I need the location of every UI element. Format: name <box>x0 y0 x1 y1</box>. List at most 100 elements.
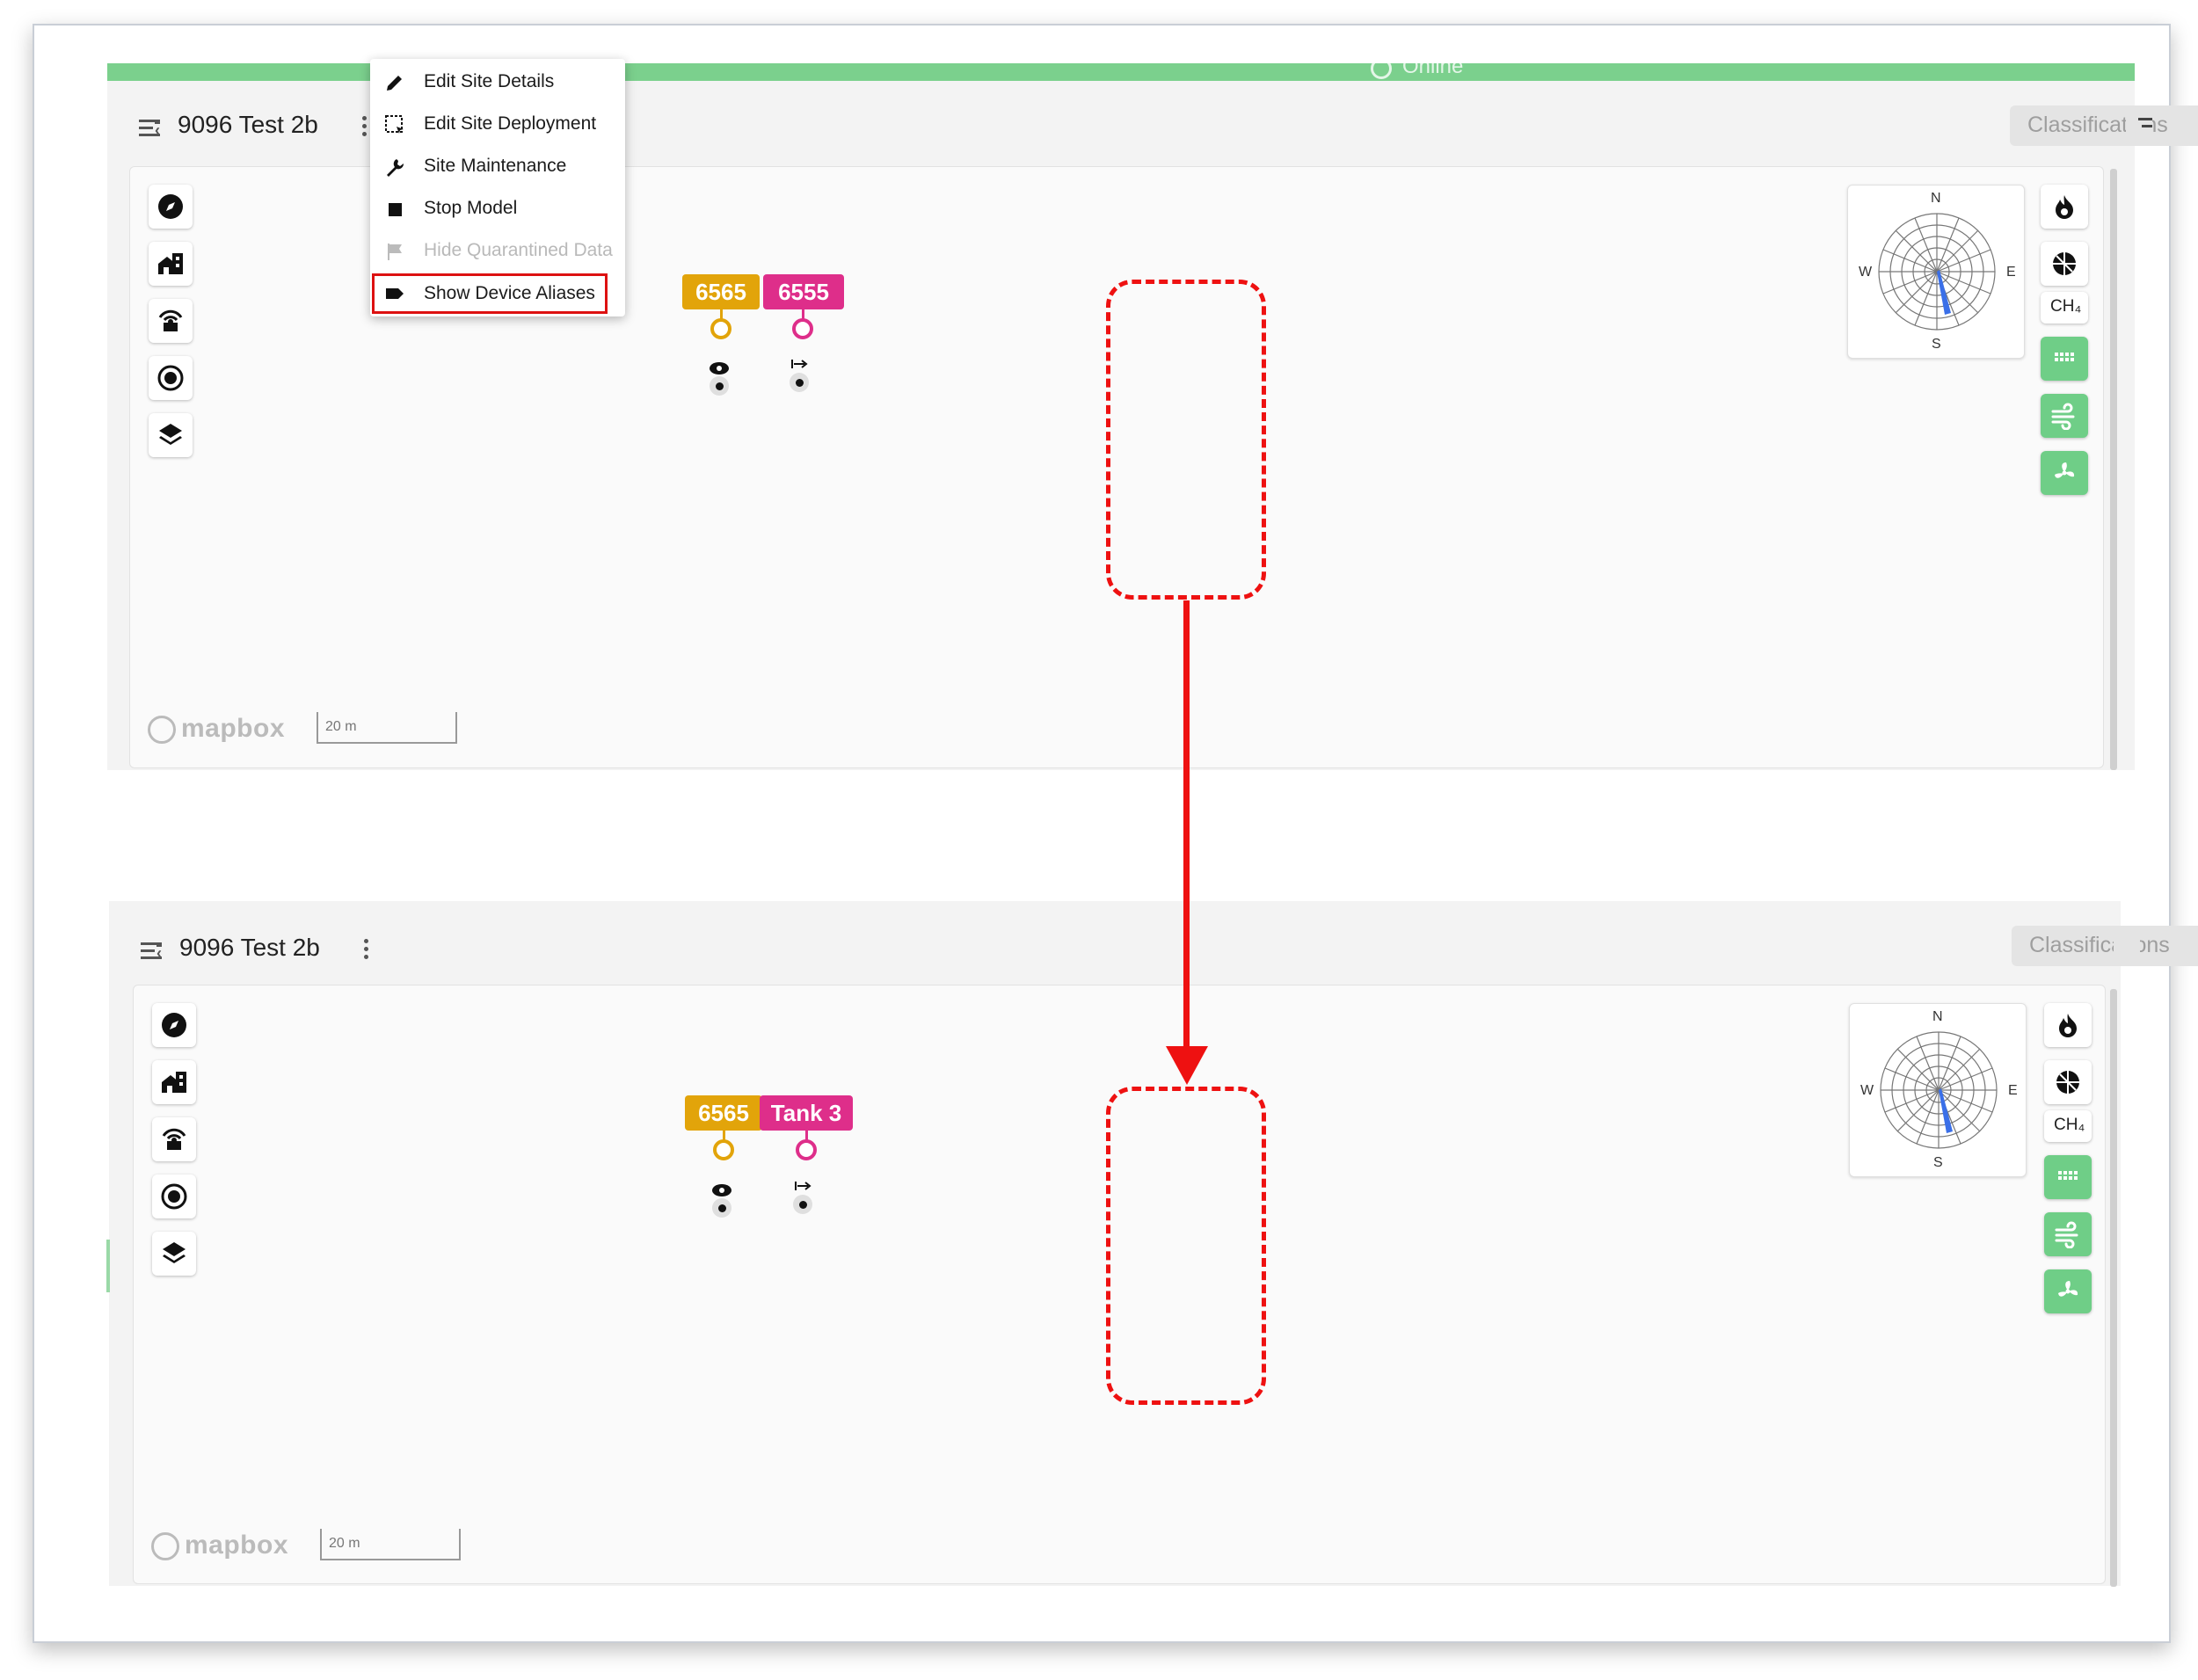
pie-chart-icon <box>2053 252 2076 275</box>
sensor-icon <box>162 1128 186 1150</box>
annotation-arrow-head <box>1166 1046 1208 1085</box>
device-dot <box>793 1195 812 1214</box>
site-title: 9096 Test 2b <box>179 934 320 961</box>
filter-button[interactable] <box>2126 105 2152 146</box>
buildings-icon <box>158 253 183 274</box>
right-toolbar: CH₄ <box>2044 1003 2095 1327</box>
site-title: 9096 Test 2b <box>178 111 318 138</box>
pie-chart-icon <box>2056 1071 2079 1094</box>
compass-button[interactable] <box>152 1003 196 1047</box>
layers-icon <box>163 1242 186 1263</box>
annotation-arrow-line <box>1183 600 1190 1049</box>
wind-icon <box>2051 403 2075 430</box>
fan-button[interactable] <box>2041 451 2088 495</box>
grid-icon <box>2058 1171 2078 1180</box>
device-label-a: 6565 <box>685 1095 762 1131</box>
left-toolbar <box>149 185 194 470</box>
camera-icon <box>710 362 729 375</box>
marker-ring <box>710 318 731 339</box>
highlight-box-after <box>1106 1087 1266 1405</box>
more-options-icon[interactable] <box>364 939 369 963</box>
menu-item-label: Edit Site Deployment <box>424 113 597 134</box>
chart-button[interactable] <box>2041 242 2088 286</box>
device-label-b: Tank 3 <box>760 1095 853 1131</box>
wind-rose-n: N <box>1931 191 1941 206</box>
classifications-dropdown[interactable]: Classifications <box>2012 926 2198 966</box>
classifications-dropdown[interactable]: Classifications <box>2010 105 2198 146</box>
chart-button[interactable] <box>2044 1060 2092 1104</box>
map-scale: 20 m <box>317 712 457 744</box>
wind-rose-n: N <box>1932 1009 1943 1024</box>
more-options-icon[interactable] <box>362 116 368 140</box>
fan-button[interactable] <box>2044 1269 2092 1313</box>
buildings-button[interactable] <box>149 242 193 286</box>
menu-item-hide-quarantined-data[interactable]: Hide Quarantined Data <box>370 231 625 270</box>
menu-item-edit-site-deployment[interactable]: Edit Site Deployment <box>370 105 625 143</box>
select-area-icon <box>385 115 404 134</box>
menu-item-show-device-aliases[interactable]: Show Device Aliases <box>372 273 608 314</box>
sensor-button[interactable] <box>149 299 193 343</box>
site-panel-after: ‹ 9096 Test 2b Classifications <box>106 901 2198 1587</box>
flame-icon <box>2056 195 2073 219</box>
mapbox-logo[interactable]: mapbox <box>148 714 288 749</box>
marker-stem <box>723 1131 725 1145</box>
device-dot <box>790 373 809 392</box>
device-dot <box>712 1198 731 1218</box>
grid-button[interactable] <box>2044 1155 2092 1199</box>
left-toolbar <box>152 1003 198 1289</box>
wind-rose-s: S <box>1933 1155 1943 1170</box>
flag-icon <box>388 244 402 260</box>
wind-button[interactable] <box>2041 394 2088 438</box>
menu-item-label: Stop Model <box>424 198 518 218</box>
ch4-label: CH₄ <box>2050 297 2082 316</box>
wind-rose-w: W <box>1860 1083 1874 1098</box>
layers-button[interactable] <box>152 1232 196 1276</box>
sensor-icon <box>158 309 183 331</box>
menu-item-label: Show Device Aliases <box>424 283 595 303</box>
scrollbar[interactable] <box>2110 169 2117 770</box>
target-icon <box>161 1183 187 1210</box>
marker-ring <box>713 1139 734 1160</box>
status-caption: Online <box>1371 55 1511 79</box>
menu-item-site-maintenance[interactable]: Site Maintenance <box>370 147 625 185</box>
marker-stem <box>720 309 723 324</box>
wind-rose: N E S W <box>1847 185 2025 359</box>
compass-icon <box>158 194 183 219</box>
menu-item-edit-site-details[interactable]: Edit Site Details <box>370 62 625 101</box>
wind-icon <box>2055 1221 2078 1248</box>
target-button[interactable] <box>152 1175 196 1218</box>
menu-item-label: Site Maintenance <box>424 156 567 176</box>
layers-icon <box>159 424 182 445</box>
flame-button[interactable] <box>2044 1003 2092 1047</box>
sensor-arrow-icon <box>795 1182 812 1190</box>
flame-icon <box>2059 1014 2077 1037</box>
scrollbar[interactable] <box>2110 989 2117 1587</box>
device-label-a: 6565 <box>682 274 760 309</box>
compass-button[interactable] <box>149 185 193 229</box>
status-icon <box>1371 58 1392 79</box>
grid-button[interactable] <box>2041 337 2088 381</box>
right-toolbar: CH₄ <box>2041 185 2092 508</box>
status-label: Online <box>1402 55 1464 78</box>
camera-icon <box>712 1184 731 1196</box>
mapbox-logo[interactable]: mapbox <box>151 1531 292 1566</box>
wind-button[interactable] <box>2044 1212 2092 1256</box>
target-icon <box>157 365 184 391</box>
highlight-box-before <box>1106 280 1266 600</box>
collapse-menu-icon[interactable]: ‹ <box>139 120 165 141</box>
flame-button[interactable] <box>2041 185 2088 229</box>
layers-button[interactable] <box>149 413 193 457</box>
menu-item-label: Edit Site Details <box>424 71 555 91</box>
wind-rose-e: E <box>2008 1083 2018 1098</box>
buildings-icon <box>162 1072 186 1093</box>
collapse-menu-icon[interactable]: ‹ <box>141 942 167 964</box>
buildings-button[interactable] <box>152 1060 196 1104</box>
menu-item-stop-model[interactable]: Stop Model <box>370 189 625 228</box>
filter-button[interactable] <box>2114 926 2140 966</box>
sensor-button[interactable] <box>152 1117 196 1161</box>
ch4-button[interactable]: CH₄ <box>2044 1110 2092 1142</box>
target-button[interactable] <box>149 356 193 400</box>
map-view[interactable]: N E S W CH₄ <box>133 985 2106 1584</box>
wind-rose-w: W <box>1859 265 1873 280</box>
ch4-button[interactable]: CH₄ <box>2041 292 2088 324</box>
